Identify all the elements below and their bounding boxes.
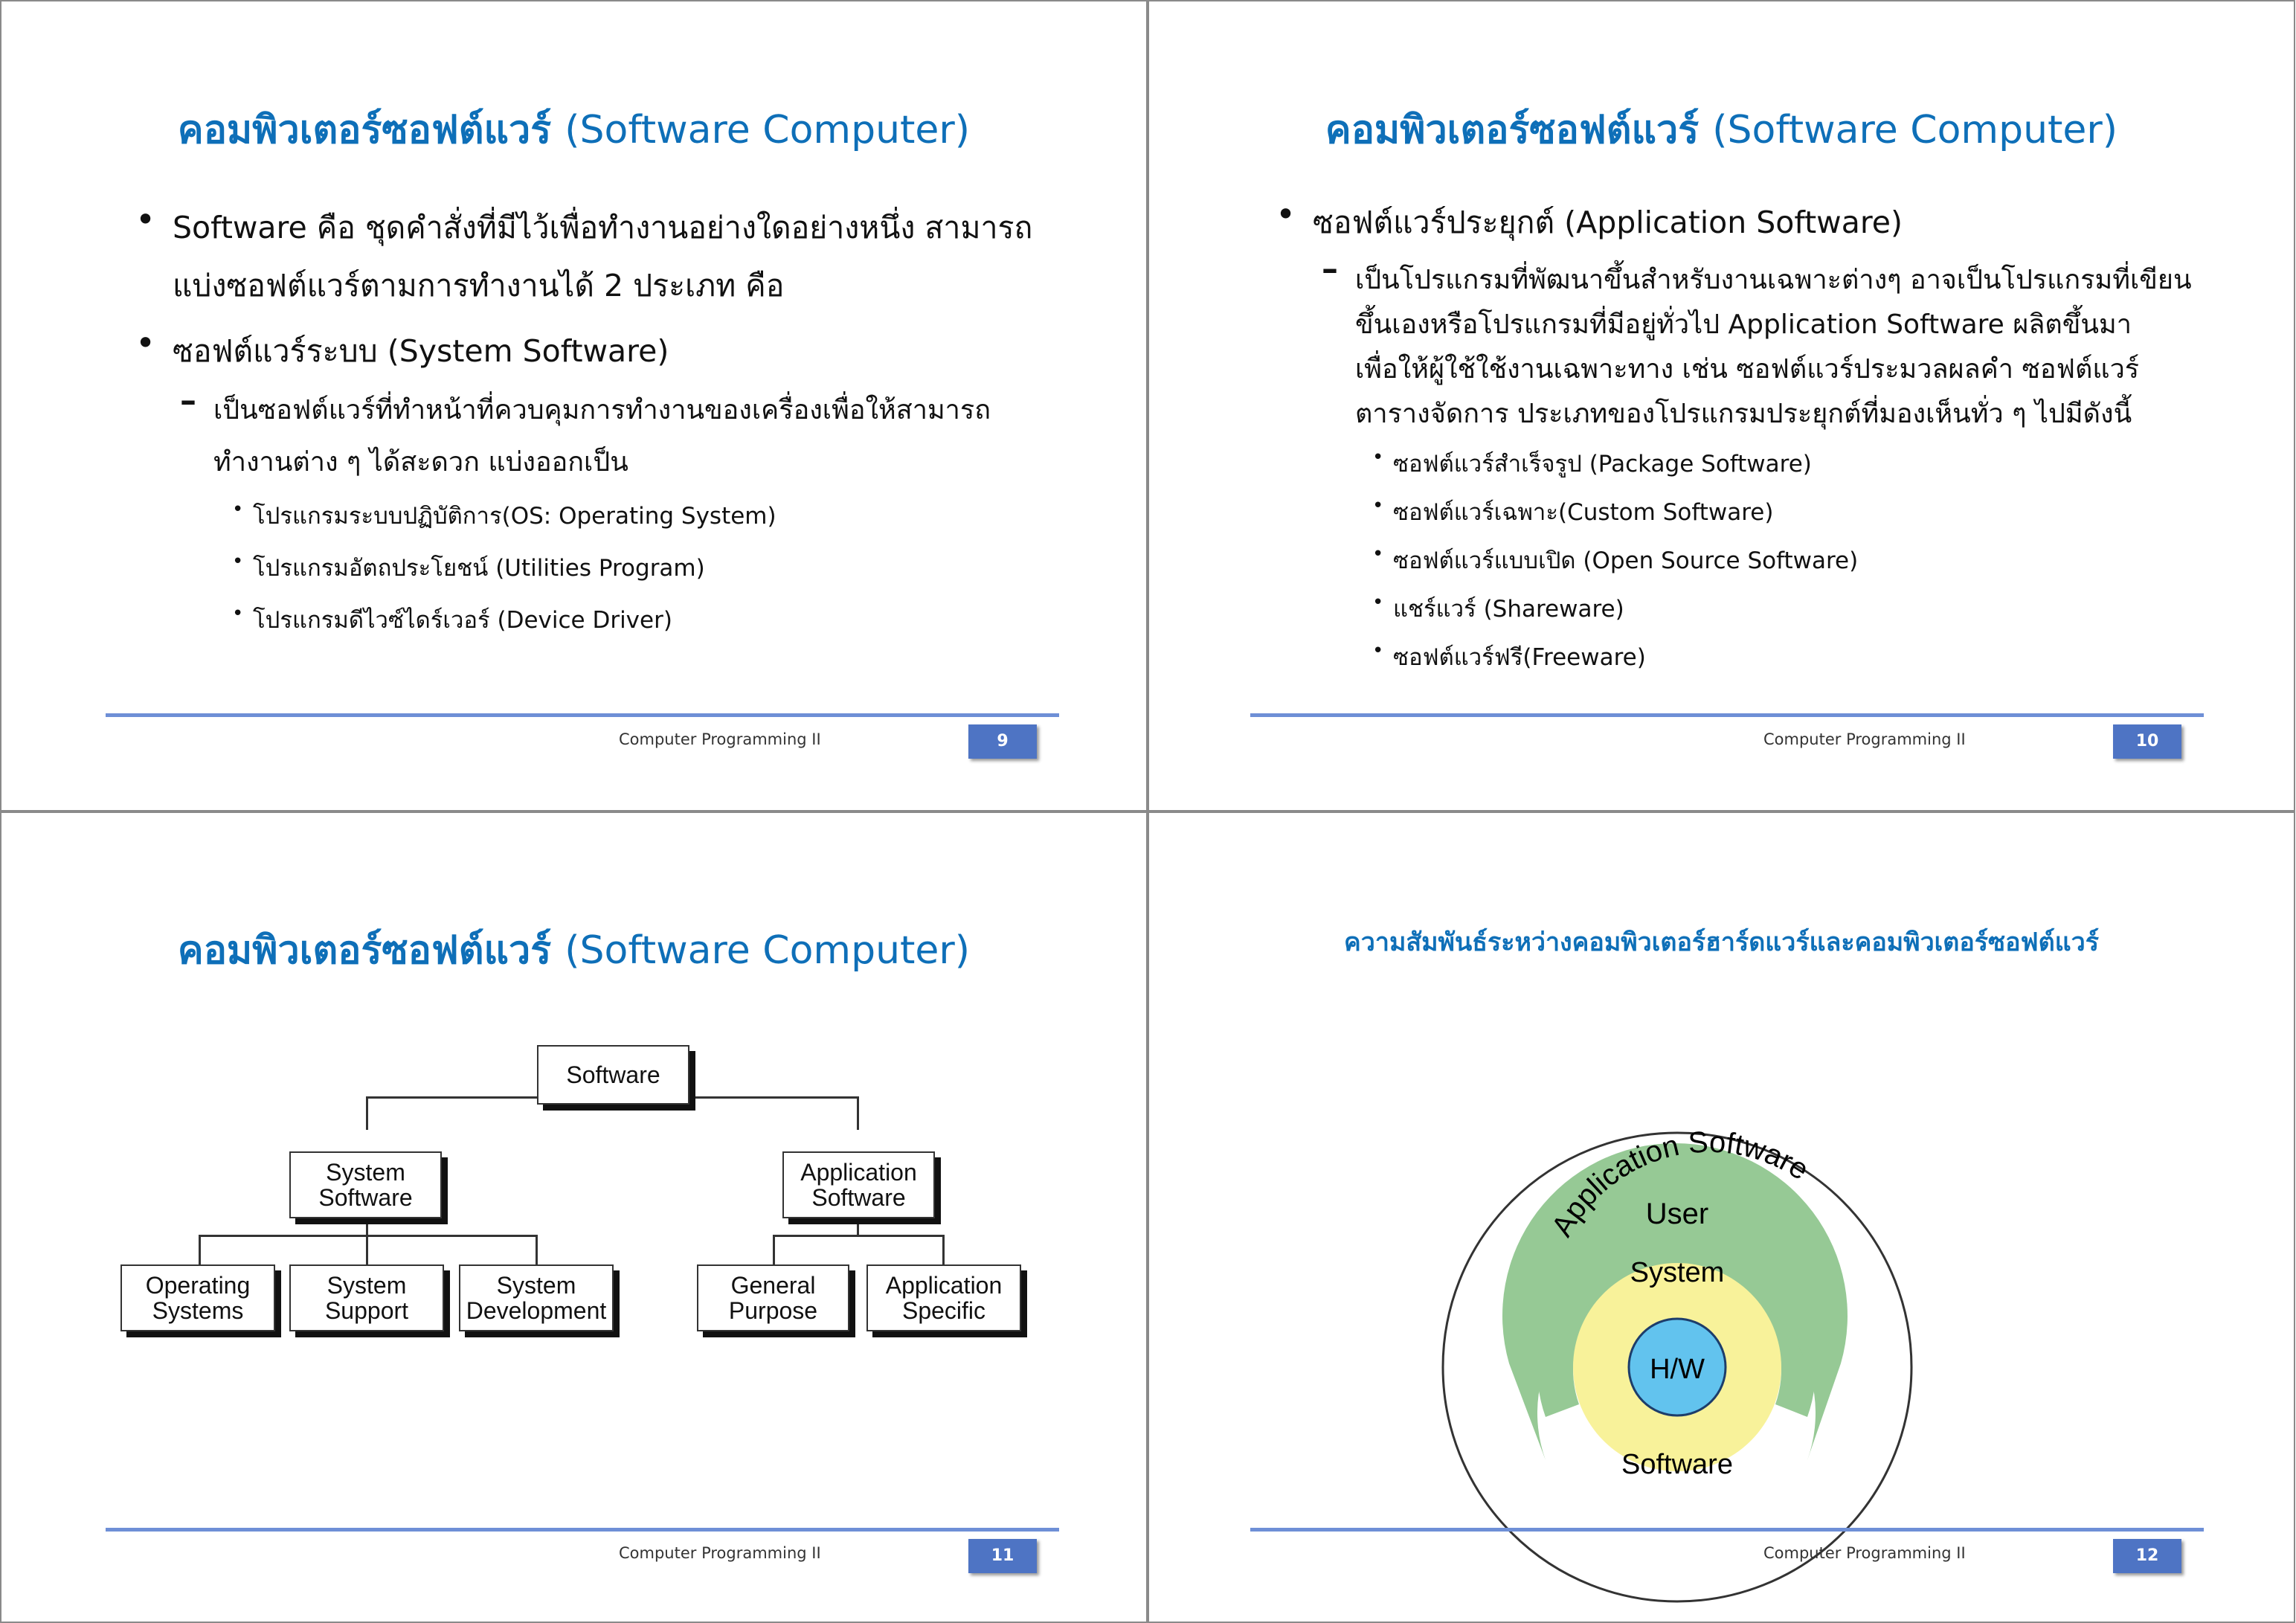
footer-text: Computer Programming II bbox=[1763, 730, 1966, 748]
list-item: ซอฟต์แวร์เฉพาะ(Custom Software) bbox=[1393, 499, 1774, 526]
hw-label: H/W bbox=[1650, 1354, 1705, 1385]
sub-bullet-text: ตารางจัดการ ประเภทของโปรแกรมประยุกต์ที่ม… bbox=[1355, 399, 2132, 429]
node-label: System bbox=[326, 1159, 405, 1186]
title-latin: (Software Computer) bbox=[1712, 108, 2118, 152]
list-item: ซอฟต์แวร์แบบเปิด (Open Source Software) bbox=[1393, 547, 1859, 574]
bullet-icon: • bbox=[1372, 495, 1384, 517]
tree-node-application-specific: Application Specific bbox=[866, 1264, 1021, 1331]
tree-connector bbox=[942, 1235, 945, 1264]
footer-divider bbox=[106, 1528, 1059, 1532]
node-label: Operating bbox=[145, 1272, 251, 1299]
list-item: ซอฟต์แวร์ฟรี(Freeware) bbox=[1393, 644, 1646, 671]
bullet-icon: • bbox=[232, 602, 244, 625]
tree-connector bbox=[366, 1235, 368, 1264]
tree-connector bbox=[773, 1235, 775, 1264]
user-label: User bbox=[1646, 1198, 1708, 1230]
footer-divider bbox=[1250, 1528, 2204, 1532]
bullet-icon: • bbox=[1372, 640, 1384, 662]
bullet-text: ซอฟต์แวร์ประยุกต์ (Application Software) bbox=[1313, 205, 1903, 240]
node-label: Software bbox=[811, 1184, 906, 1211]
hardware-circle bbox=[1627, 1317, 1727, 1417]
bullet-icon: • bbox=[1276, 194, 1296, 234]
list-item: ซอฟต์แวร์สำเร็จรูป (Package Software) bbox=[1393, 451, 1812, 478]
title-thai: คอมพิวเตอร์ซอฟต์แวร์ bbox=[1325, 108, 1700, 152]
sub-bullet-text: เป็นซอฟต์แวร์ที่ทำหน้าที่ควบคุมการทำงานข… bbox=[213, 395, 991, 425]
tree-node-system-support: System Support bbox=[289, 1264, 444, 1331]
node-label: Systems bbox=[152, 1297, 244, 1324]
list-item: โปรแกรมดีไวซ์ไดร์เวอร์ (Device Driver) bbox=[253, 607, 672, 634]
software-label: Software bbox=[1621, 1449, 1733, 1480]
slide-title: คอมพิวเตอร์ซอฟต์แวร์ (Software Computer) bbox=[1, 919, 1146, 980]
page-number: 9 bbox=[968, 724, 1037, 759]
title-latin: (Software Computer) bbox=[565, 108, 971, 152]
tree-node-application-software: Application Software bbox=[782, 1151, 935, 1218]
list-item: แชร์แวร์ (Shareware) bbox=[1393, 596, 1624, 623]
tree-connector bbox=[366, 1209, 368, 1235]
tree-node-system-software: System Software bbox=[289, 1151, 442, 1218]
slide-title: คอมพิวเตอร์ซอฟต์แวร์ (Software Computer) bbox=[1, 98, 1146, 160]
bullet-icon: • bbox=[232, 498, 244, 521]
footer-text: Computer Programming II bbox=[1763, 1544, 1966, 1562]
page-number: 12 bbox=[2113, 1539, 2181, 1573]
bullet-icon: • bbox=[135, 199, 156, 240]
node-label: System bbox=[496, 1272, 576, 1299]
tree-node-operating-systems: Operating Systems bbox=[120, 1264, 275, 1331]
dash-icon: – bbox=[180, 382, 196, 420]
list-item: โปรแกรมอัตถประโยชน์ (Utilities Program) bbox=[253, 555, 705, 582]
footer-text: Computer Programming II bbox=[619, 730, 821, 748]
tree-node-software: Software bbox=[537, 1045, 689, 1105]
application-software-arc bbox=[1502, 1143, 1848, 1460]
tree-connector bbox=[366, 1096, 368, 1130]
tree-connector bbox=[199, 1235, 201, 1264]
sub-bullet-text: เพื่อให้ผู้ใช้ใช้งานเฉพาะทาง เช่น ซอฟต์แ… bbox=[1355, 354, 2140, 385]
node-label: Development bbox=[466, 1297, 607, 1324]
node-label: Software bbox=[318, 1184, 413, 1211]
footer-divider bbox=[106, 713, 1059, 717]
bullet-icon: • bbox=[232, 550, 244, 573]
node-label: Purpose bbox=[728, 1297, 818, 1324]
slide-title: คอมพิวเตอร์ซอฟต์แวร์ (Software Computer) bbox=[1149, 98, 2294, 160]
footer-text: Computer Programming II bbox=[619, 1544, 821, 1562]
slide-12: ความสัมพันธ์ระหว่างคอมพิวเตอร์ฮาร์ดแวร์แ… bbox=[1148, 812, 2295, 1623]
node-label: Specific bbox=[901, 1297, 986, 1324]
tree-connector bbox=[857, 1209, 859, 1235]
list-item: โปรแกรมระบบปฏิบัติการ(OS: Operating Syst… bbox=[253, 503, 776, 530]
bullet-icon: • bbox=[135, 323, 156, 363]
node-label: Support bbox=[324, 1297, 409, 1324]
title-thai: คอมพิวเตอร์ซอฟต์แวร์ bbox=[177, 928, 552, 973]
node-label: Application bbox=[800, 1159, 917, 1186]
footer-divider bbox=[1250, 713, 2204, 717]
sub-bullet-text: ขึ้นเองหรือโปรแกรมที่มีอยู่ทั่วไป Applic… bbox=[1355, 309, 2132, 340]
sub-bullet-text: ทำงานต่าง ๆ ได้สะดวก แบ่งออกเป็น bbox=[213, 447, 628, 478]
tree-connector bbox=[773, 1235, 944, 1237]
bullet-icon: • bbox=[1372, 446, 1384, 469]
page-number: 10 bbox=[2113, 724, 2181, 759]
system-label: System bbox=[1630, 1257, 1725, 1288]
title-latin: (Software Computer) bbox=[565, 928, 971, 973]
node-label: General bbox=[730, 1272, 816, 1299]
bullet-icon: • bbox=[1372, 543, 1384, 565]
slide-11: คอมพิวเตอร์ซอฟต์แวร์ (Software Computer)… bbox=[0, 812, 1148, 1623]
bullet-text: Software คือ ชุดคำสั่งที่มีไว้เพื่อทำงาน… bbox=[173, 210, 1033, 245]
tree-connector bbox=[536, 1235, 538, 1264]
software-layers-diagram: User Application Software System H/W Sof… bbox=[1441, 1125, 1913, 1603]
tree-node-system-development: System Development bbox=[459, 1264, 614, 1331]
slide-10: คอมพิวเตอร์ซอฟต์แวร์ (Software Computer)… bbox=[1148, 0, 2295, 812]
node-label: Application bbox=[885, 1272, 1003, 1299]
slide-9: คอมพิวเตอร์ซอฟต์แวร์ (Software Computer)… bbox=[0, 0, 1148, 812]
bullet-text: แบ่งซอฟต์แวร์ตามการทำงานได้ 2 ประเภท คือ bbox=[173, 268, 785, 303]
bullet-text: ซอฟต์แวร์ระบบ (System Software) bbox=[173, 333, 669, 369]
tree-node-general-purpose: General Purpose bbox=[697, 1264, 849, 1331]
node-label: Software bbox=[566, 1061, 660, 1088]
slide-title: ความสัมพันธ์ระหว่างคอมพิวเตอร์ฮาร์ดแวร์แ… bbox=[1344, 928, 2099, 957]
page-number: 11 bbox=[968, 1539, 1037, 1573]
dash-icon: – bbox=[1322, 250, 1338, 288]
node-label: System bbox=[327, 1272, 407, 1299]
sub-bullet-text: เป็นโปรแกรมที่พัฒนาขึ้นสำหรับงานเฉพาะต่า… bbox=[1355, 265, 2192, 295]
title-thai: คอมพิวเตอร์ซอฟต์แวร์ bbox=[177, 108, 552, 152]
bullet-icon: • bbox=[1372, 591, 1384, 614]
tree-connector bbox=[857, 1096, 859, 1130]
